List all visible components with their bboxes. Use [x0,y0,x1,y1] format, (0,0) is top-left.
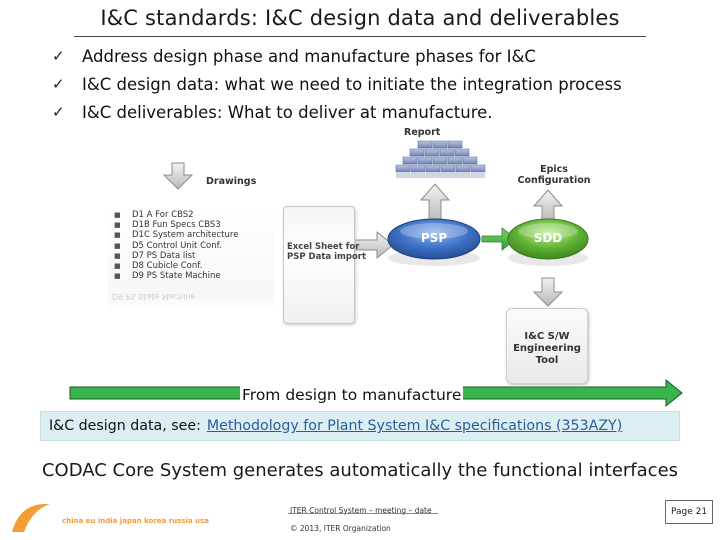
bullet-square-icon: ■ [114,262,121,271]
epics-label-line: Configuration [517,175,591,186]
engineering-tool-label: I&C S/W Engineering Tool [506,331,588,367]
list-item: ■ D1 A For CBS2 [114,210,274,220]
bullet-text: I&C deliverables: What to deliver at man… [82,102,493,122]
excel-label-line: Excel Sheet for [287,242,360,252]
footer-divider [288,513,438,514]
list-item: ■ D7 PS Data list [114,251,274,261]
deliverable-text: D1B Fun Specs CBS3 [132,220,221,231]
tool-label-line: Engineering [513,343,581,354]
deliverable-text: D7 PS Data list [132,250,196,261]
engineering-tool-card [506,308,588,384]
arrow-label: From design to manufacture [240,386,464,404]
deliverable-text: D5 Control Unit Conf. [132,240,222,251]
sdd-label: SDD [533,231,563,245]
tool-label-line: I&C S/W [524,331,570,342]
drawings-label: Drawings [206,176,257,187]
epics-label-line: Epics [540,164,568,175]
excel-sheet-card [283,206,355,324]
checkmark-icon: ✓ [52,103,65,121]
deliverable-text: D8 Cubicle Conf. [132,261,203,272]
footer-copyright: © 2013, ITER Organization [290,524,391,533]
list-item: ■ D9 PS State Machine [114,271,274,281]
up-arrow-icon [419,183,451,223]
deliverable-text: D1C System architecture [132,230,239,241]
slide-title: I&C standards: I&C design data and deliv… [100,6,620,30]
list-item: ■ D5 Control Unit Conf. [114,241,274,251]
list-item: ■ D1B Fun Specs CBS3 [114,220,274,230]
bullet-item: ✓ I&C design data: what we need to initi… [52,70,622,98]
bullet-item: ✓ Address design phase and manufacture p… [52,42,622,70]
deliverable-text: D9 PS State Machine [132,271,221,282]
methodology-link[interactable]: Methodology for Plant System I&C specifi… [206,418,623,434]
psp-label: PSP [420,231,448,245]
bullet-square-icon: ■ [114,221,121,230]
checkmark-icon: ✓ [52,75,65,93]
list-item: ■ D1C System architecture [114,230,274,240]
bullet-square-icon: ■ [114,251,121,260]
footer-meeting: ITER Control System – meeting – date [290,506,432,515]
up-arrow-icon [532,189,564,223]
report-label: Report [404,127,441,138]
deliverables-list: ■ D1 A For CBS2 ■ D1B Fun Specs CBS3 ■ D1C … [108,204,274,312]
list-item: ■ D8 Cubicle Conf. [114,261,274,271]
excel-label-line: PSP Data import [287,251,367,262]
right-arrow-icon [354,230,394,260]
codac-statement: CODAC Core System generates automaticall… [41,460,679,481]
iter-logo: iter [12,503,58,532]
bullet-square-icon: ■ [114,211,121,219]
bullet-text: Address design phase and manufacture pha… [82,46,536,66]
down-arrow-icon [532,277,564,307]
design-data-infobox: I&C design data, see: Methodology for Pl… [40,411,680,441]
footer-meeting-info: ITER Control System – meeting – date © 2… [290,502,432,538]
bullet-text: I&C design data: what we need to initiat… [82,74,622,94]
member-countries: china eu india japan korea russia usa [62,517,209,525]
tool-label-line: Tool [535,355,559,366]
logo-text: iter [34,515,58,532]
sdd-node [507,218,589,260]
psp-node [387,218,481,260]
bullet-item: ✓ I&C deliverables: What to deliver at m… [52,98,622,126]
bullet-square-icon: ■ [114,231,121,240]
list-reflection: D9 PS State Machine [112,292,196,301]
page-number: Page 21 [665,500,713,524]
epics-label: Epics Configuration [516,164,592,186]
excel-sheet-label: Excel Sheet for PSP Data import [287,242,367,262]
bullet-square-icon: ■ [114,241,121,250]
report-stack-icon [395,140,486,178]
checkmark-icon: ✓ [52,47,65,65]
bullet-square-icon: ■ [114,272,121,281]
down-arrow-icon [162,162,194,190]
infobox-prefix: I&C design data, see: [49,418,201,434]
deliverable-text: D1 A For CBS2 [132,210,194,220]
bullet-list: ✓ Address design phase and manufacture p… [52,42,622,126]
title-underline [74,36,646,37]
